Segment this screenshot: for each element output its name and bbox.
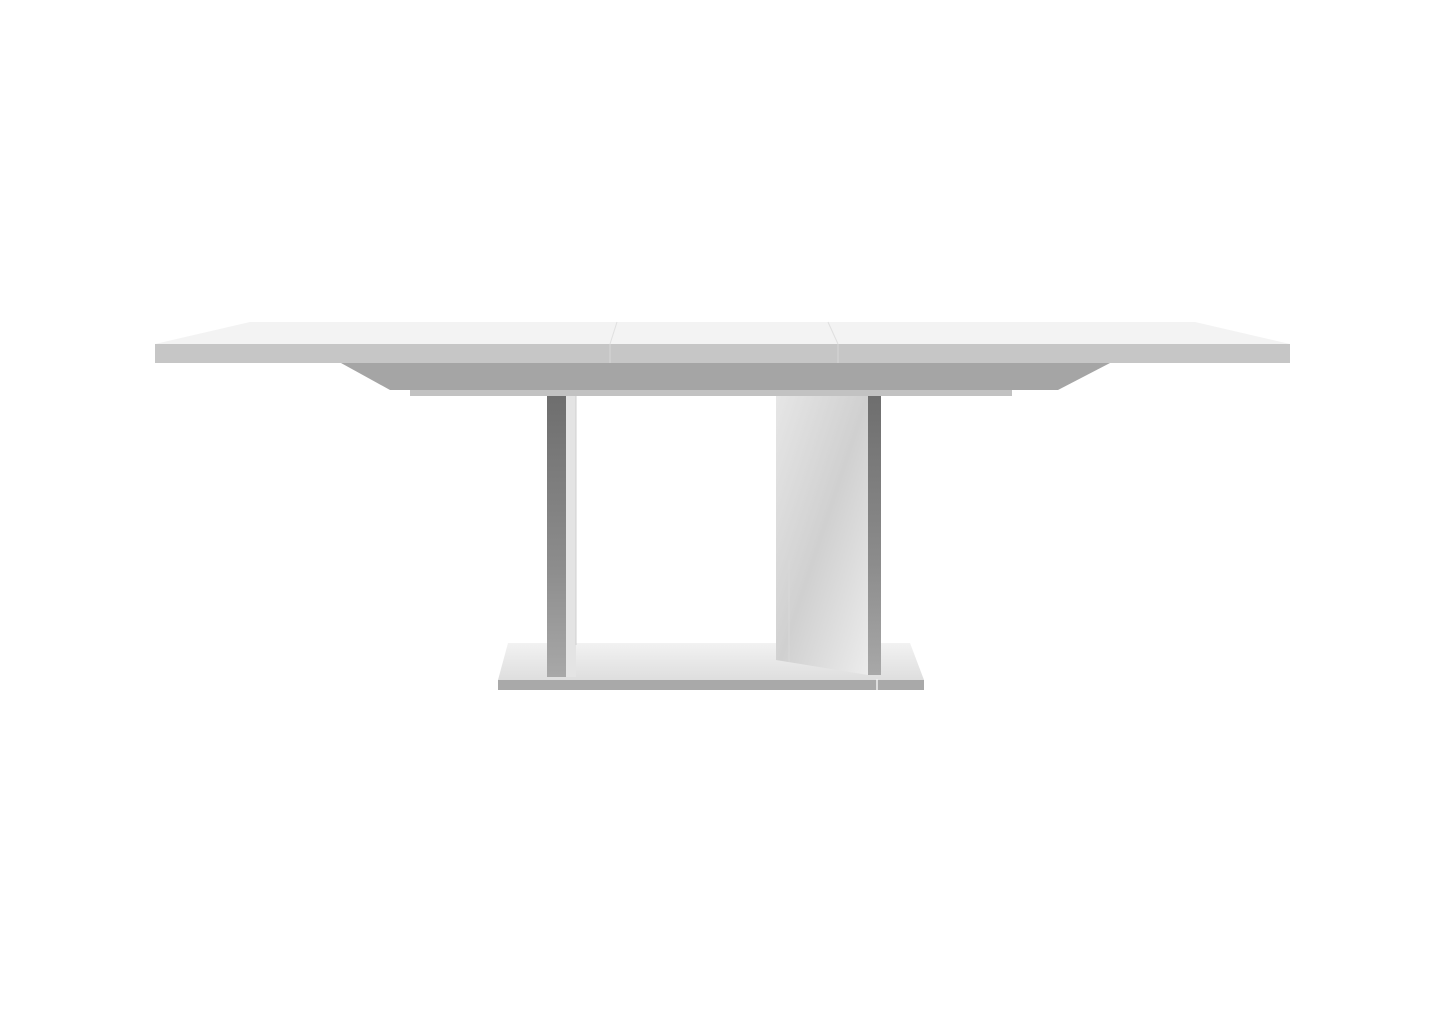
extension-leaf-seam-right	[827, 321, 839, 345]
apron-front	[341, 363, 1110, 390]
apron	[341, 363, 1110, 396]
apron-lower-strip	[410, 390, 1012, 396]
table-top	[155, 321, 1290, 363]
pedestal	[498, 396, 924, 690]
table-top-front-edge	[155, 344, 1290, 363]
right-panel-face	[776, 396, 868, 675]
right-leg-dark-face	[868, 396, 881, 675]
table-top-surface	[155, 322, 1290, 344]
base-front-edge	[498, 680, 924, 690]
left-leg-light-face	[566, 396, 576, 677]
left-leg-dark-face	[547, 396, 566, 677]
extension-leaf-seam-left	[609, 321, 618, 345]
